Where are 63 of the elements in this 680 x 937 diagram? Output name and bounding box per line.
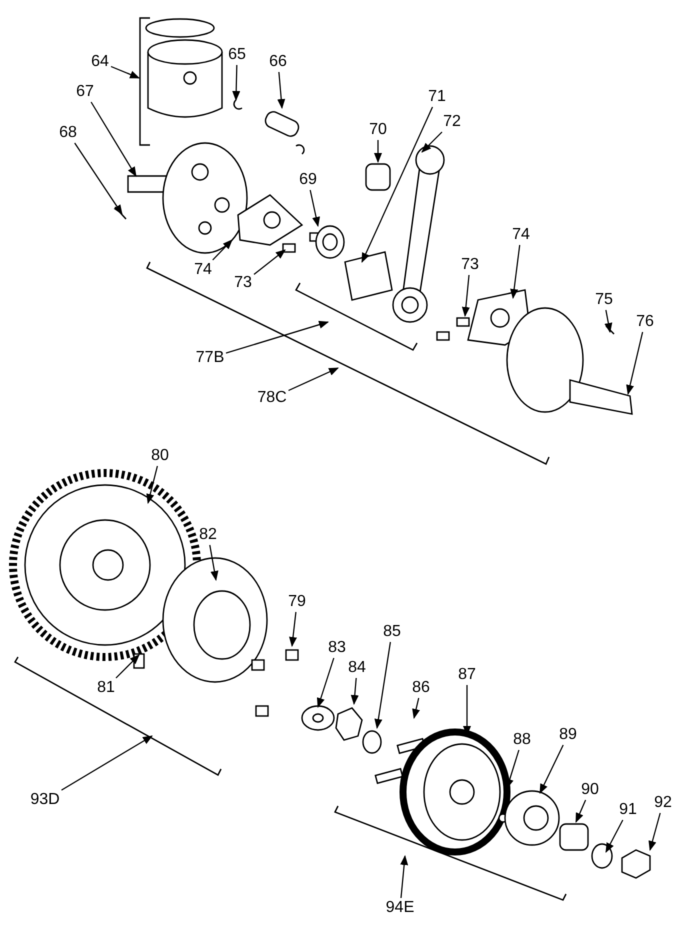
callout-number: 76: [636, 313, 654, 331]
leader-line: [226, 320, 329, 354]
callout-number: 93D: [30, 791, 60, 809]
callout-number: 77B: [196, 349, 224, 367]
leader-line: [626, 332, 644, 395]
leader-line: [277, 72, 286, 109]
leader-line: [421, 132, 442, 153]
leader-line: [648, 812, 661, 851]
callout-number: 73: [461, 256, 479, 274]
callout-number: 79: [288, 593, 306, 611]
callout-number: 82: [199, 526, 217, 544]
callout-number: 72: [443, 113, 461, 131]
callout-number: 91: [619, 801, 637, 819]
callout-number: 78C: [257, 389, 287, 407]
callout-number: 74: [194, 261, 212, 279]
leader-line: [412, 698, 420, 719]
callout-number: 80: [151, 447, 169, 465]
callout-number: 84: [348, 659, 366, 677]
callout-number: 81: [97, 679, 115, 697]
callout-number: 68: [59, 124, 77, 142]
leader-line: [254, 249, 286, 275]
leader-line: [110, 66, 140, 79]
callout-number: 71: [428, 88, 446, 106]
callout-number: 64: [91, 53, 109, 71]
callout-number: 86: [412, 679, 430, 697]
leader-line: [539, 744, 564, 794]
leader-line: [361, 106, 434, 263]
leader-line: [116, 654, 140, 678]
callout-number: 65: [228, 46, 246, 64]
leader-line: [350, 678, 359, 705]
callout-number: 67: [76, 83, 94, 101]
leader-line: [400, 855, 408, 898]
leader-line: [74, 142, 123, 215]
leader-line: [289, 612, 297, 647]
callout-number: 69: [299, 171, 317, 189]
leader-line: [374, 642, 391, 729]
callout-number: 94E: [386, 899, 414, 917]
leader-line: [90, 102, 137, 177]
callout-number: 89: [559, 726, 577, 744]
leader-line: [310, 190, 320, 227]
leader-line: [212, 239, 233, 260]
leader-line: [604, 310, 612, 333]
callout-number: 87: [458, 666, 476, 684]
leader-line: [605, 820, 624, 853]
callout-number: 85: [383, 623, 401, 641]
leader-line: [374, 140, 382, 163]
callout-number: 88: [513, 731, 531, 749]
leader-line: [61, 735, 153, 791]
leader-line: [288, 367, 339, 392]
callout-number: 74: [512, 226, 530, 244]
callout-number: 92: [654, 794, 672, 812]
callout-number: 66: [269, 53, 287, 71]
callout-number: 73: [234, 274, 252, 292]
callout-number: 83: [328, 639, 346, 657]
leader-line: [232, 64, 240, 101]
callout-number: 75: [595, 291, 613, 309]
callout-number: 90: [581, 781, 599, 799]
leader-line: [462, 274, 470, 317]
callout-number: 70: [369, 121, 387, 139]
leader-line: [146, 466, 158, 504]
leader-line: [316, 658, 334, 708]
leader-line: [575, 800, 586, 823]
leader-line: [510, 244, 520, 299]
